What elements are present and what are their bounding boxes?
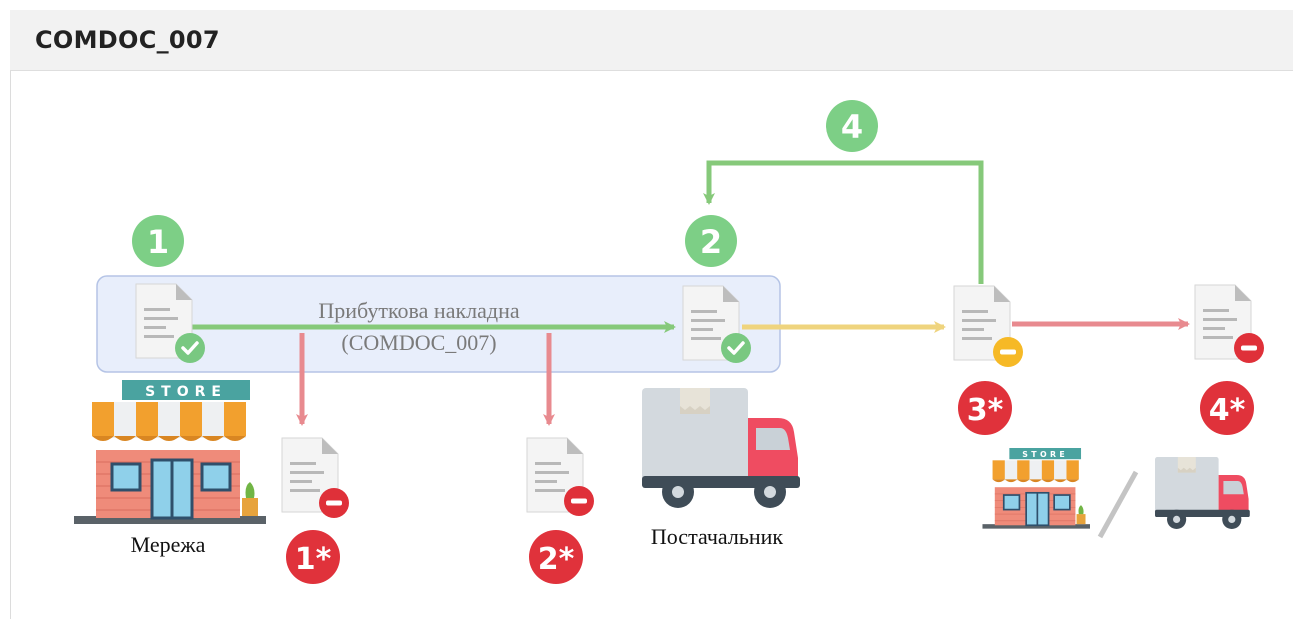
network-label: Мережа: [131, 532, 206, 557]
check-badge-icon: [719, 331, 753, 365]
svg-text:3*: 3*: [967, 393, 1004, 428]
document-label-line1: Прибуткова накладна: [318, 298, 520, 323]
step-badge-1: 1: [132, 215, 184, 267]
svg-text:1*: 1*: [295, 542, 332, 577]
small-store-icon: STORE: [981, 447, 1091, 530]
minus-red-icon: [319, 488, 349, 518]
step-badge-2: 2: [685, 215, 737, 267]
error-badge-2star: 2*: [529, 530, 583, 584]
small-truck-icon: [1155, 457, 1250, 529]
error-badge-1star: 1*: [286, 530, 340, 584]
truck-icon: [642, 388, 800, 508]
panel-title: COMDOC_007: [35, 26, 220, 54]
document-label-line2: (COMDOC_007): [341, 330, 496, 355]
minus-yellow-icon: [993, 337, 1023, 367]
svg-text:2: 2: [700, 223, 722, 261]
check-badge-icon: [173, 331, 207, 365]
minus-red-icon: [1234, 333, 1264, 363]
store-icon: STORE: [72, 378, 268, 526]
error-badge-3star: 3*: [958, 381, 1012, 435]
panel-header: COMDOC_007: [10, 10, 1293, 71]
supplier-label: Постачальник: [651, 524, 784, 549]
minus-red-icon: [564, 486, 594, 516]
slash-divider: [1097, 470, 1139, 539]
svg-text:STORE: STORE: [145, 384, 227, 400]
document-highlight-box: [96, 275, 781, 373]
step-badge-4: 4: [826, 100, 878, 152]
svg-text:1: 1: [147, 223, 169, 261]
error-badge-4star: 4*: [1200, 381, 1254, 435]
svg-text:STORE: STORE: [1022, 450, 1068, 459]
svg-text:4*: 4*: [1209, 393, 1246, 428]
arrow-return-to-supplier: [703, 160, 984, 284]
svg-text:4: 4: [841, 108, 863, 146]
svg-text:2*: 2*: [538, 542, 575, 577]
